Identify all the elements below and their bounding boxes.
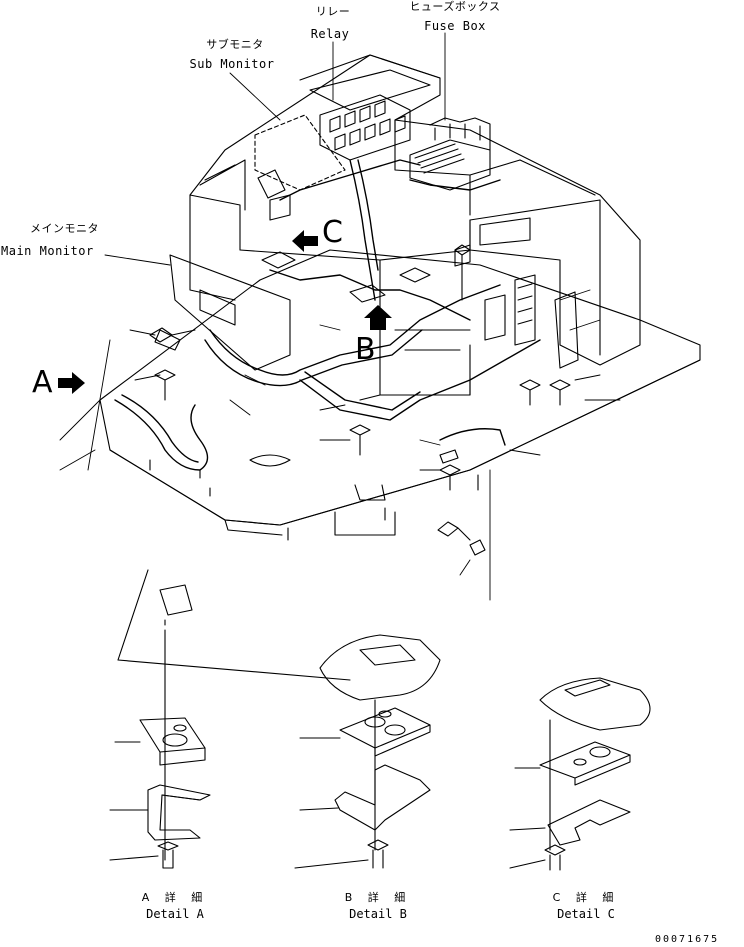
detail-b-drawing: [294, 634, 441, 869]
detail-a-drawing: [109, 569, 351, 869]
drawing-code: 00071675: [655, 934, 720, 945]
detail-b-caption-jp: B 詳 細: [344, 891, 412, 904]
detail-b-caption-en: Detail B: [349, 907, 407, 921]
sub-monitor-label-en: Sub Monitor: [189, 57, 275, 71]
detail-a-caption: A 詳 細 Detail A: [115, 890, 235, 922]
relay-block: [319, 94, 411, 161]
fuse-box: [409, 117, 491, 191]
floor-plate: [99, 249, 701, 541]
leader-lines: [59, 32, 621, 601]
cab-housing: [189, 54, 641, 401]
main-monitor-label-en: Main Monitor: [1, 244, 94, 258]
detail-c-caption: C 詳 細 Detail C: [526, 890, 646, 922]
relay-label-jp: リレー: [315, 5, 351, 18]
detail-b-caption: B 詳 細 Detail B: [318, 890, 438, 922]
assembly-bolts: [149, 244, 571, 556]
view-arrows: [58, 230, 392, 394]
wire-harness: [114, 159, 541, 471]
main-monitor-label-jp: メインモニタ: [30, 222, 99, 235]
sub-monitor-label-jp: サブモニタ: [206, 38, 264, 51]
sub-monitor: [254, 114, 346, 191]
view-marker-a: A: [32, 365, 54, 400]
detail-a-caption-jp: A 詳 細: [141, 891, 209, 904]
fuse-box-label-jp: ヒューズボックス: [409, 0, 501, 13]
detail-c-caption-jp: C 詳 細: [552, 891, 620, 904]
detail-c-drawing: [509, 677, 651, 871]
detail-c-caption-en: Detail C: [557, 907, 615, 921]
main-monitor-panel: [154, 254, 291, 371]
relay-label-en: Relay: [310, 27, 350, 41]
view-marker-b: B: [355, 332, 377, 367]
detail-a-caption-en: Detail A: [146, 907, 204, 921]
view-marker-c: C: [322, 215, 344, 250]
fuse-box-label-en: Fuse Box: [424, 19, 486, 33]
